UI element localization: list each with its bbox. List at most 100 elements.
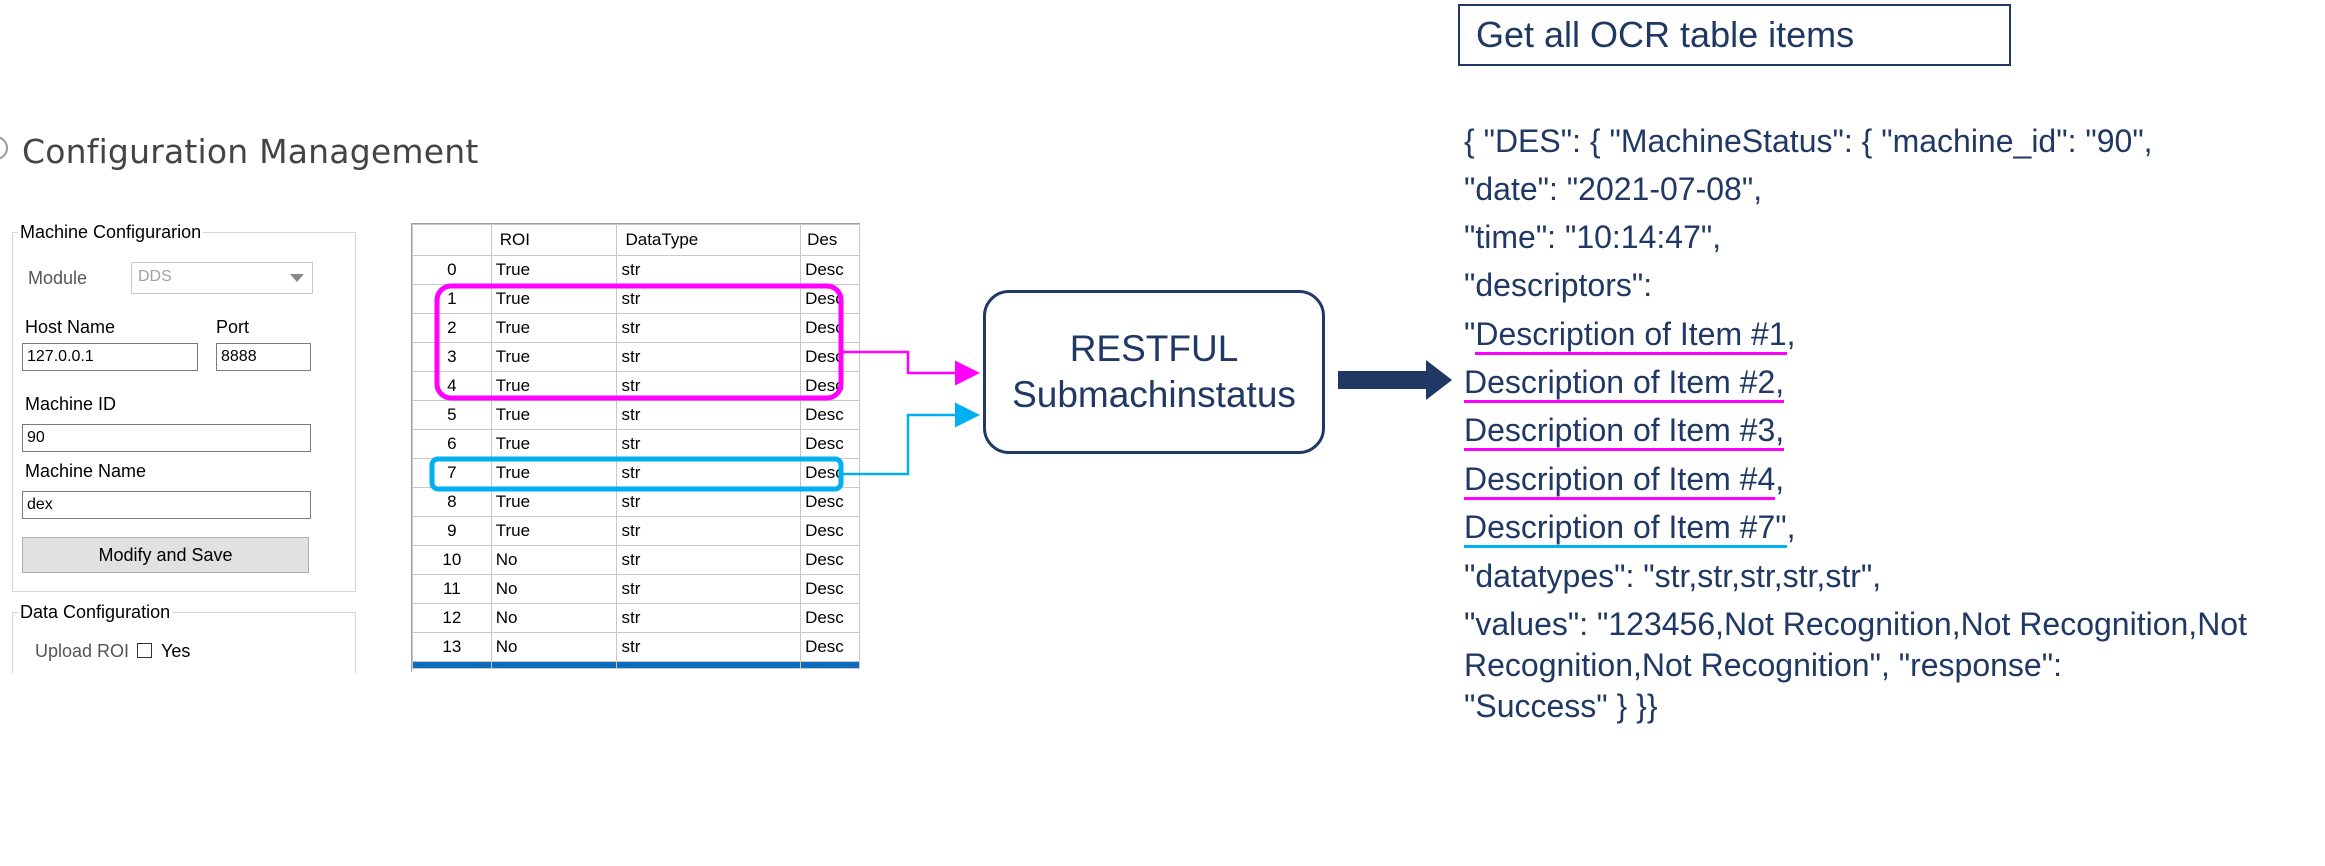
upload-roi-yes-label: Yes — [161, 641, 191, 661]
json-line: { "DES": { "MachineStatus": { "machine_i… — [1464, 123, 2153, 159]
descriptor-line-4: Description of Item #4, — [1464, 460, 1785, 500]
table-cell-roi: True — [490, 458, 618, 488]
module-select-value: DDS — [138, 268, 172, 285]
table-cell-datatype: str — [616, 342, 802, 372]
table-header-roi[interactable]: ROI — [490, 224, 618, 256]
descriptor-comma: , — [1775, 461, 1785, 497]
table-cell — [800, 661, 860, 669]
table-cell-description: Desc — [800, 429, 860, 459]
data-config-group — [12, 612, 356, 673]
table-cell-description: Desc — [800, 458, 860, 488]
table-cell-datatype: str — [616, 313, 802, 343]
table-cell-roi: No — [490, 574, 618, 604]
table-cell — [490, 661, 618, 669]
module-select[interactable]: DDS — [131, 262, 313, 294]
descriptor-item-2: Description of Item #2, — [1464, 364, 1785, 403]
table-cell-datatype: str — [616, 255, 802, 285]
descriptor-comma: , — [1786, 316, 1796, 352]
table-cell-datatype: str — [616, 429, 802, 459]
descriptor-comma: , — [1786, 509, 1796, 545]
port-label: Port — [216, 317, 250, 337]
table-cell-description: Desc — [800, 603, 860, 633]
table-cell-index: 12 — [412, 603, 492, 633]
table-cell-datatype: str — [616, 545, 802, 575]
table-cell-index: 10 — [412, 545, 492, 575]
host-name-label: Host Name — [25, 317, 116, 337]
table-cell-datatype: str — [616, 632, 802, 662]
machine-id-label: Machine ID — [25, 394, 117, 414]
table-cell-description: Desc — [800, 516, 860, 546]
table-cell-roi: True — [490, 342, 618, 372]
port-field[interactable]: 8888 — [216, 343, 311, 371]
table-cell-description: Desc — [800, 400, 860, 430]
table-header-index — [412, 224, 492, 256]
table-row-selected[interactable] — [412, 661, 860, 669]
table-cell-index: 9 — [412, 516, 492, 546]
data-config-group-label: Data Configuration — [18, 602, 173, 623]
restful-label: RESTFUL — [1069, 328, 1239, 369]
table-header-row: ROI DataType Des — [412, 224, 860, 256]
arrow-magenta — [841, 350, 980, 386]
descriptor-item-3: Description of Item #3, — [1464, 412, 1785, 451]
machine-name-field[interactable]: dex — [22, 491, 311, 519]
table-cell-description: Desc — [800, 255, 860, 285]
descriptor-quote: " — [1464, 316, 1476, 352]
json-line: "Success" } }} — [1464, 688, 1658, 724]
table-cell-roi: True — [490, 313, 618, 343]
host-name-field[interactable]: 127.0.0.1 — [22, 343, 198, 371]
descriptor-item-1: Description of Item #1 — [1475, 316, 1787, 355]
table-cell-datatype: str — [616, 516, 802, 546]
table-cell-roi: True — [490, 487, 618, 517]
highlight-rows-1-4 — [434, 283, 844, 401]
table-cell-description: Desc — [800, 545, 860, 575]
module-label: Module — [28, 268, 88, 288]
modify-and-save-button[interactable]: Modify and Save — [22, 537, 309, 573]
upload-roi-checkbox[interactable] — [137, 643, 152, 658]
table-header-description[interactable]: Des — [800, 224, 860, 256]
arrow-cyan — [841, 402, 980, 476]
table-cell-datatype: str — [616, 603, 802, 633]
descriptor-item-7: Description of Item #7" — [1464, 509, 1787, 548]
table-cell-description: Desc — [800, 313, 860, 343]
json-line: "descriptors": — [1464, 267, 1653, 303]
table-cell-roi: True — [490, 516, 618, 546]
machine-config-group-label: Machine Configurarion — [18, 222, 204, 243]
machine-name-label: Machine Name — [25, 461, 147, 481]
descriptor-line-2: Description of Item #2, — [1464, 363, 1785, 403]
table-cell-index: 3 — [412, 342, 492, 372]
descriptor-line-1: "Description of Item #1, — [1464, 315, 1796, 355]
json-line: "date": "2021-07-08", — [1464, 171, 1763, 207]
machine-id-field[interactable]: 90 — [22, 424, 311, 452]
arrow-right-icon — [1338, 360, 1452, 400]
restful-service-box: RESTFUL Submachinstatus — [983, 290, 1325, 454]
json-line: "values": "123456,Not Recognition,Not Re… — [1464, 606, 2247, 642]
page-title: Configuration Management — [22, 132, 479, 171]
upload-roi-label: Upload ROI — [35, 641, 130, 661]
table-cell-index: 0 — [412, 255, 492, 285]
ocr-title-box: Get all OCR table items — [1458, 4, 2011, 66]
table-cell-datatype: str — [616, 574, 802, 604]
descriptor-line-3: Description of Item #3, — [1464, 411, 1785, 451]
table-cell-index: 7 — [412, 458, 492, 488]
descriptor-line-7: Description of Item #7", — [1464, 508, 1796, 548]
json-line: Recognition,Not Recognition", "response"… — [1464, 647, 2062, 683]
restful-endpoint-label: Submachinstatus — [1012, 374, 1296, 415]
table-cell-datatype: str — [616, 400, 802, 430]
chevron-down-icon — [290, 274, 304, 282]
table-cell-index: 11 — [412, 574, 492, 604]
json-line: "time": "10:14:47", — [1464, 219, 1722, 255]
json-line: "datatypes": "str,str,str,str,str", — [1464, 558, 1882, 594]
table-cell-description: Desc — [800, 632, 860, 662]
table-header-datatype[interactable]: DataType — [616, 224, 802, 256]
